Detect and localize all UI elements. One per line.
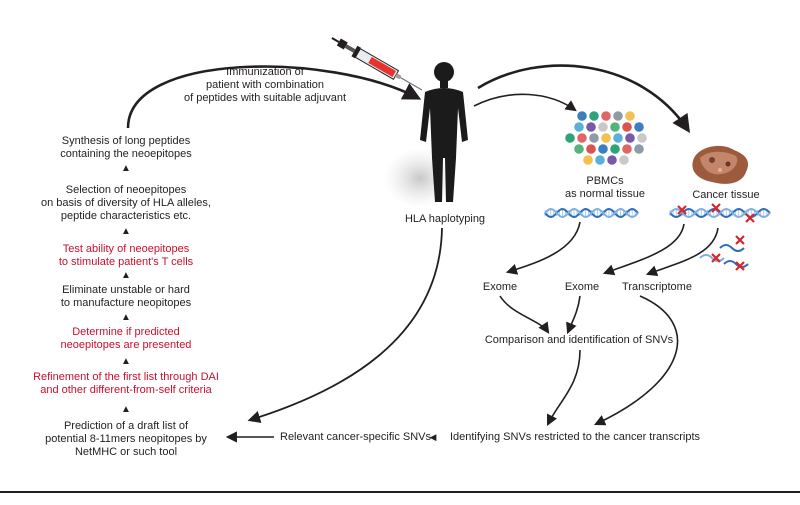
up-arrow-icon: ▲ xyxy=(121,404,131,415)
dna-helix-icon xyxy=(544,207,639,219)
left-step-line: Selection of neoepitopes xyxy=(65,184,187,196)
left-step-line: to stimulate patient's T cells xyxy=(58,256,194,268)
cell-icon xyxy=(585,121,597,133)
left-step-line: Refinement of the first list through DAI xyxy=(33,371,219,383)
mutation-x-icon xyxy=(677,203,755,271)
syringe-icon xyxy=(331,37,423,91)
relevant-snvs-label: Relevant cancer-specific SNVs xyxy=(280,431,432,443)
comparison-label: Comparison and identification of SNVs xyxy=(484,334,674,346)
cell-icon xyxy=(597,143,609,155)
arrow-patient-to-pbmcs xyxy=(473,93,577,112)
cell-icon xyxy=(597,121,609,133)
arrow-cancer-dna-to-exome xyxy=(602,223,685,276)
arrow-transcriptome-to-identifying xyxy=(593,295,679,426)
identifying-snvs-label: Identifying SNVs restricted to the cance… xyxy=(449,431,701,443)
cell-icon xyxy=(588,132,600,144)
left-step-line: Prediction of a draft list of xyxy=(63,420,189,432)
left-step-line: Determine if predicted xyxy=(72,326,180,338)
tumor-tissue-icon xyxy=(692,145,749,184)
left-step-line: containing the neoepitopes xyxy=(60,148,192,160)
pbmc-cells-icon xyxy=(564,110,648,166)
cell-icon xyxy=(633,143,645,155)
cell-icon xyxy=(576,110,588,122)
cell-icon xyxy=(585,143,597,155)
left-step-line: to manufacture neopitopes xyxy=(60,297,192,309)
left-step-line: and other different-from-self criteria xyxy=(40,384,212,396)
up-arrow-icon: ▲ xyxy=(121,312,131,323)
left-step-line: Synthesis of long peptides xyxy=(61,135,191,147)
left-step-line: on basis of diversity of HLA alleles, xyxy=(41,197,211,209)
cell-icon xyxy=(609,143,621,155)
cell-icon xyxy=(624,132,636,144)
cancer-tissue-label: Cancer tissue xyxy=(692,189,760,201)
cell-icon xyxy=(609,121,621,133)
arrow-normal-dna-to-exome xyxy=(505,221,581,275)
exome-cancer-label: Exome xyxy=(564,281,600,293)
cell-icon xyxy=(588,110,600,122)
cell-icon xyxy=(633,121,645,133)
cell-icon xyxy=(621,121,633,133)
arrow-exome-cancer-to-comparison xyxy=(566,295,581,335)
up-arrow-icon: ▲ xyxy=(121,270,131,281)
left-step-line: Eliminate unstable or hard xyxy=(62,284,190,296)
arrow-synthesis-to-immunization xyxy=(126,65,422,129)
cell-icon xyxy=(582,154,594,166)
left-step-line: NetMHC or such tool xyxy=(74,446,178,458)
left-step-line: potential 8-11mers neopitopes by xyxy=(45,433,207,445)
transcriptome-label: Transcriptome xyxy=(622,281,692,293)
cell-icon xyxy=(612,110,624,122)
left-step-line: peptide characteristics etc. xyxy=(60,210,192,222)
up-arrow-icon: ▲ xyxy=(121,226,131,237)
hla-haplotyping-label: HLA haplotyping xyxy=(404,213,486,225)
human-figure-icon xyxy=(384,62,468,208)
cell-icon xyxy=(636,132,648,144)
cell-icon xyxy=(624,110,636,122)
up-arrow-icon: ▲ xyxy=(121,163,131,174)
cell-icon xyxy=(618,154,630,166)
cell-icon xyxy=(573,121,585,133)
arrow-patient-to-cancer-tissue xyxy=(477,64,691,134)
arrow-cancer-rna-to-transcriptome xyxy=(645,227,719,277)
arrow-hla-to-prediction xyxy=(247,227,443,424)
dna-helix-icon xyxy=(669,207,771,219)
arrow-comparison-to-identifying xyxy=(546,349,581,427)
arrow-exome-normal-to-comparison xyxy=(499,295,550,334)
cell-icon xyxy=(606,154,618,166)
cell-icon xyxy=(594,154,606,166)
exome-normal-label: Exome xyxy=(482,281,518,293)
cell-icon xyxy=(564,132,576,144)
cell-icon xyxy=(600,110,612,122)
immunization-label: Immunization of patient with combination… xyxy=(183,66,347,104)
up-arrow-icon: ▲ xyxy=(121,356,131,367)
relevant-arrow-glyph: ◀ xyxy=(429,432,437,442)
cell-icon xyxy=(573,143,585,155)
left-step-line: Test ability of neoepitopes xyxy=(62,243,190,255)
left-step-line: neoepitopes are presented xyxy=(60,339,192,351)
cell-icon xyxy=(600,132,612,144)
left-step-6: Refinement of the first list through DAI… xyxy=(0,371,252,397)
pbmcs-label: PBMCs as normal tissue xyxy=(564,175,646,200)
bottom-rule xyxy=(0,491,800,493)
cell-icon xyxy=(621,143,633,155)
cell-icon xyxy=(576,132,588,144)
cell-icon xyxy=(612,132,624,144)
rna-fragment-icon xyxy=(699,244,749,268)
